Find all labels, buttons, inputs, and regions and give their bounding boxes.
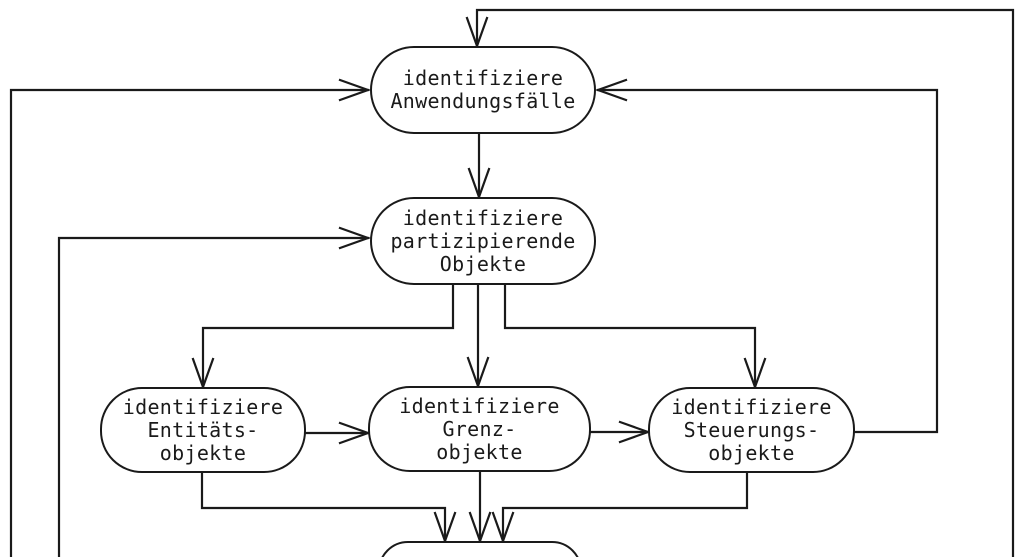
node-identifiziere-steuerungsobjekte: identifiziere Steuerungs- objekte [648, 387, 855, 473]
node-identifiziere-grenzobjekte: identifiziere Grenz- objekte [368, 386, 591, 472]
edge-group [9, 8, 1015, 557]
edge-bottom-to-usecases-top [475, 8, 1015, 557]
arrowhead-left-icon [594, 78, 628, 102]
edge-bottom-to-usecases-left [9, 88, 370, 557]
node-identifiziere-entitaetsobjekte: identifiziere Entitäts- objekte [100, 387, 306, 473]
node-identifiziere-partizipierende-objekte: identifiziere partizipierende Objekte [370, 197, 596, 285]
edge-control-to-bottom [501, 471, 749, 543]
arrowhead-right-icon [338, 78, 372, 102]
edge-participating-to-entity [201, 283, 455, 389]
edge-participating-to-control [503, 283, 757, 389]
edge-control-to-usecases [596, 88, 939, 434]
node-bottom-partial-clipped [378, 541, 582, 557]
node-identifiziere-anwendungsfaelle: identifiziere Anwendungsfälle [370, 46, 596, 134]
edge-bottom-to-participating [57, 236, 370, 557]
arrowhead-right-icon [338, 226, 372, 250]
edge-entity-to-bottom [200, 471, 447, 543]
